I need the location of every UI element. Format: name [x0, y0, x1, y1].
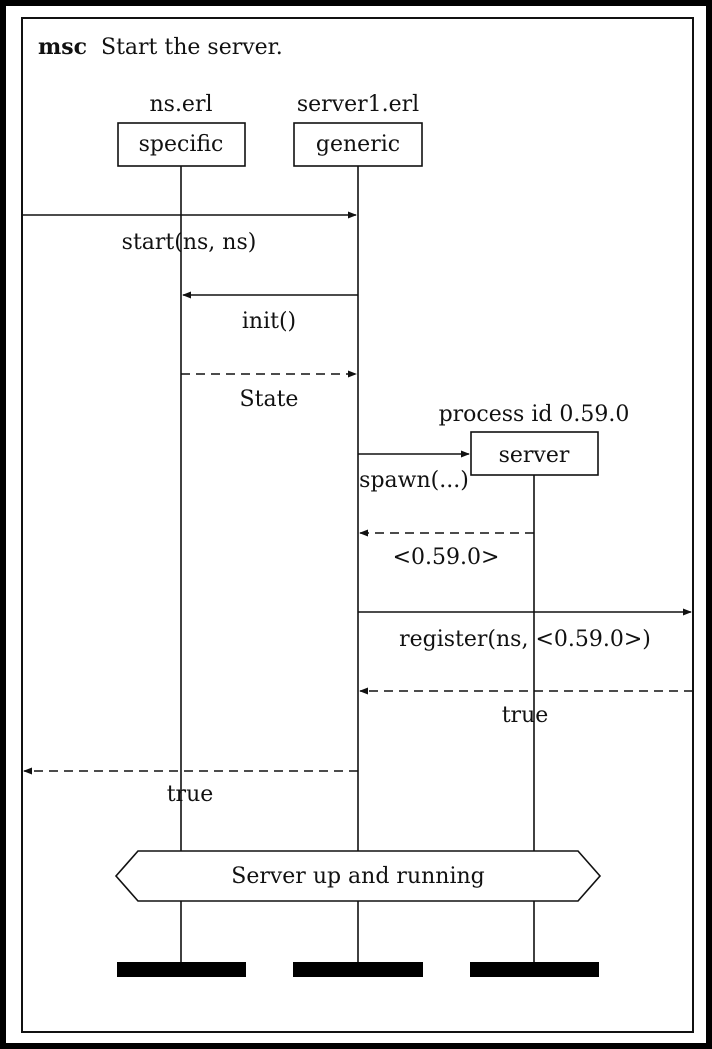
- message-label-start-reply: true: [167, 782, 214, 807]
- msc-title: Start the server.: [101, 35, 283, 60]
- message-label-pid-reply: <0.59.0>: [393, 545, 500, 570]
- msc-frame: [21, 17, 694, 1033]
- msc-keyword: msc: [38, 34, 87, 60]
- instance-head-server: [470, 431, 599, 476]
- instance-module-generic: server1.erl: [297, 92, 419, 117]
- instance-module-server: process id 0.59.0: [439, 402, 630, 427]
- message-label-register: register(ns, <0.59.0>): [399, 627, 651, 652]
- instance-label-generic: generic: [316, 132, 400, 157]
- message-label-register-reply: true: [502, 703, 549, 728]
- message-label-spawn: spawn(...): [359, 468, 469, 493]
- instance-end-specific: [117, 962, 246, 977]
- condition-hexagon: [114, 850, 602, 902]
- message-label-state: State: [240, 387, 299, 412]
- instance-end-server: [470, 962, 599, 977]
- instance-head-generic: [293, 122, 423, 167]
- instance-label-server: server: [499, 443, 570, 468]
- message-label-init: init(): [242, 309, 296, 334]
- instance-module-specific: ns.erl: [149, 92, 212, 117]
- instance-label-specific: specific: [139, 132, 224, 157]
- instance-head-specific: [117, 122, 246, 167]
- message-label-start: start(ns, ns): [122, 230, 257, 255]
- instance-end-generic: [293, 962, 423, 977]
- condition-label: Server up and running: [231, 864, 484, 889]
